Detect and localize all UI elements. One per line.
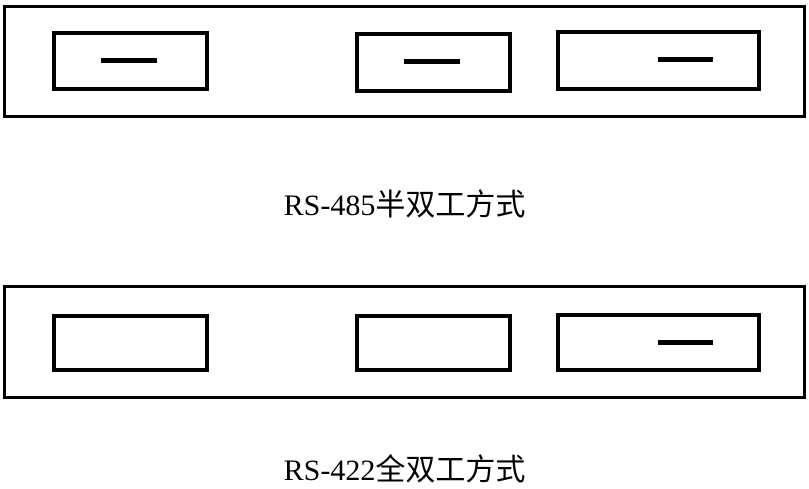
dash-mark-icon (404, 59, 460, 64)
dash-mark-icon (658, 340, 713, 345)
dash-mark-icon (658, 57, 713, 62)
rs422-node-box-1 (52, 314, 209, 372)
rs485-node-box-3 (556, 30, 761, 91)
rs485-outer-frame (3, 5, 806, 118)
dash-mark-icon (101, 58, 157, 63)
rs422-node-box-2 (355, 314, 512, 372)
rs485-node-box-1 (52, 31, 209, 91)
rs485-node-box-2 (355, 32, 512, 93)
rs485-caption: RS-485半双工方式 (283, 189, 526, 222)
rs422-caption: RS-422全双工方式 (283, 454, 526, 487)
rs422-node-box-3 (556, 313, 761, 372)
rs422-outer-frame (3, 285, 806, 399)
